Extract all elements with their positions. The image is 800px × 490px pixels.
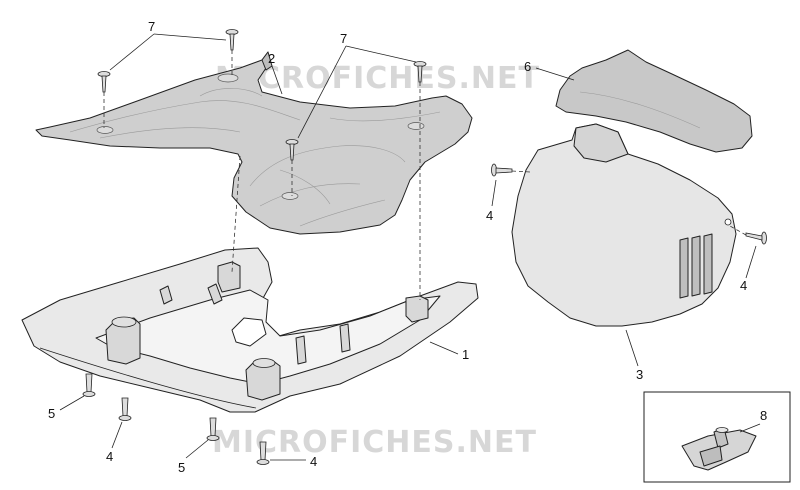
part-6-cover	[555, 49, 753, 153]
part-3-side-shell	[511, 123, 737, 327]
screw-7-right	[413, 61, 427, 83]
callout-8: 8	[760, 408, 767, 423]
screw-4-bottom-right	[256, 441, 270, 465]
callout-2: 2	[268, 51, 275, 66]
leader-line	[625, 329, 639, 367]
screw-5-right	[206, 417, 220, 441]
callout-4: 4	[310, 454, 317, 469]
callout-7: 7	[340, 31, 347, 46]
leader-line	[109, 33, 155, 71]
leader-line	[271, 65, 283, 95]
leader-line	[111, 421, 123, 449]
callout-4: 4	[486, 208, 493, 223]
part-2-footboard	[35, 51, 473, 235]
callout-3: 3	[636, 367, 643, 382]
callout-5: 5	[178, 460, 185, 475]
part-1-lower-tray	[21, 247, 479, 413]
leader-line	[345, 45, 417, 63]
leader-line	[429, 341, 459, 355]
leader-line	[59, 395, 85, 411]
leader-line	[185, 439, 209, 459]
leader-line	[153, 33, 227, 41]
callout-4: 4	[740, 278, 747, 293]
leader-line	[535, 67, 575, 81]
screw-5-left	[82, 373, 96, 397]
callout-5: 5	[48, 406, 55, 421]
leader-line	[745, 245, 757, 279]
leader-line	[739, 423, 761, 433]
screw-7-left	[97, 71, 111, 93]
callout-1: 1	[462, 347, 469, 362]
leader-line	[297, 45, 347, 139]
alignment-line	[231, 155, 241, 273]
alignment-line	[729, 225, 747, 236]
part-8-inset	[643, 391, 791, 483]
leader-line	[491, 179, 497, 207]
callout-6: 6	[524, 59, 531, 74]
callout-4: 4	[106, 449, 113, 464]
alignment-line	[511, 170, 531, 173]
callout-7: 7	[148, 19, 155, 34]
screw-4-right-shell	[745, 231, 767, 245]
screw-7-top	[225, 29, 239, 51]
screw-4-bottom-left	[118, 397, 132, 421]
screw-7-center	[285, 139, 299, 161]
screw-4-left-shell	[491, 163, 513, 177]
